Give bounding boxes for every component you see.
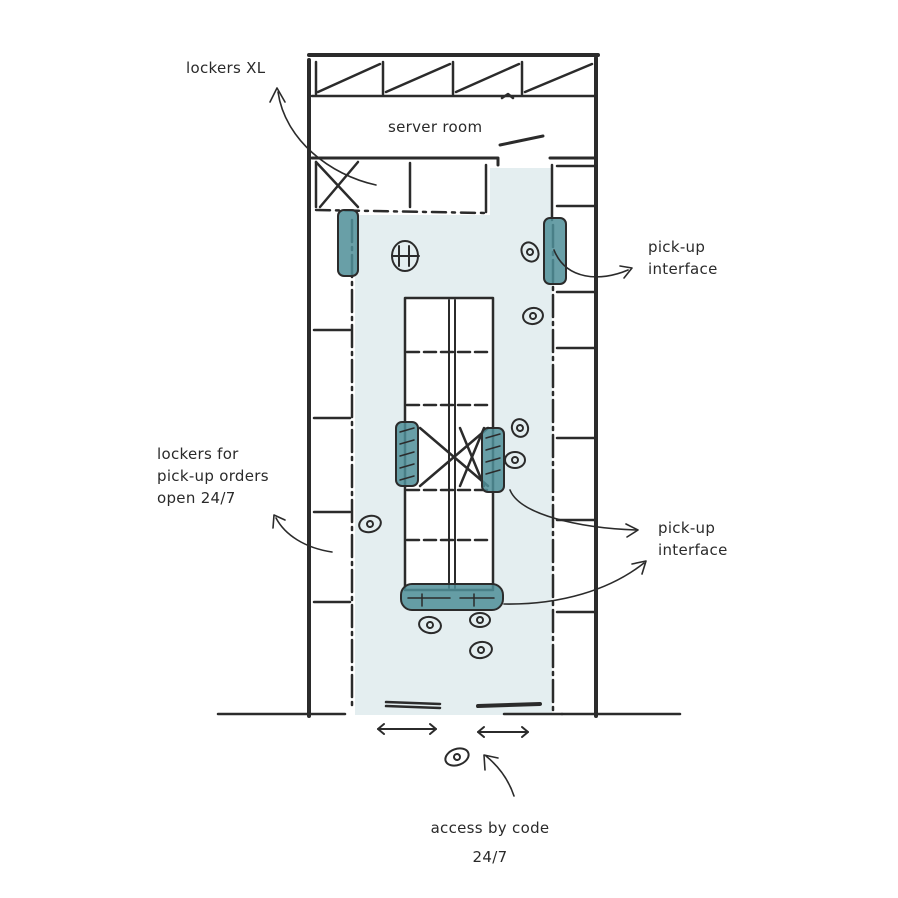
outer-walls — [216, 53, 682, 718]
pickup-interface-mid-line2: interface — [658, 541, 728, 559]
person-icon — [510, 418, 530, 438]
right-locker-column — [551, 223, 596, 712]
person-icon — [469, 640, 493, 660]
arrow-icon — [509, 489, 637, 531]
lockers-pickup-orders-label: lockers for pick-up orders open 24/7 — [157, 443, 269, 509]
person-icon — [418, 615, 442, 635]
entrance-doors — [384, 700, 564, 716]
door-arrow-icon — [377, 723, 529, 738]
interface-left-wall — [337, 209, 359, 277]
pickup-interface-top-label: pick-up interface — [648, 236, 718, 280]
circulation-floor — [355, 168, 552, 715]
people — [358, 240, 544, 767]
arrow-icon — [275, 517, 333, 553]
server-room — [310, 134, 596, 167]
person-icon — [469, 612, 491, 628]
pickup-interface-top-line1: pick-up — [648, 238, 706, 256]
pickup-interface-mid-label: pick-up interface — [658, 517, 728, 561]
person-icon — [444, 747, 470, 767]
arrow-icon — [503, 562, 645, 605]
arrow-icon — [553, 249, 629, 278]
lockers-xl-label: lockers XL — [186, 59, 266, 77]
lockers-xl-row — [310, 60, 596, 100]
arrow-icon — [277, 91, 377, 186]
access-by-code-label: access by code 24/7 — [410, 814, 570, 872]
pickup-interface-mid-line1: pick-up — [658, 519, 716, 537]
arrow-icon — [485, 755, 515, 797]
interface-hatching — [399, 427, 501, 607]
lockers-pickup-line3: open 24/7 — [157, 489, 236, 507]
annotation-arrows — [269, 87, 647, 797]
person-icon — [522, 306, 544, 326]
lockers-pickup-line2: pick-up orders — [157, 467, 269, 485]
person-icon — [358, 514, 382, 534]
server-room-label: server room — [388, 118, 483, 136]
person-icon — [520, 241, 540, 263]
lockers-pickup-line1: lockers for — [157, 445, 239, 463]
access-line2: 24/7 — [472, 848, 508, 866]
person-icon — [504, 451, 526, 469]
interface-island-bottom — [400, 583, 504, 611]
person-icon — [391, 240, 420, 272]
access-line1: access by code — [430, 819, 550, 837]
pickup-interface-top-line2: interface — [648, 260, 718, 278]
left-locker-column — [312, 218, 354, 712]
